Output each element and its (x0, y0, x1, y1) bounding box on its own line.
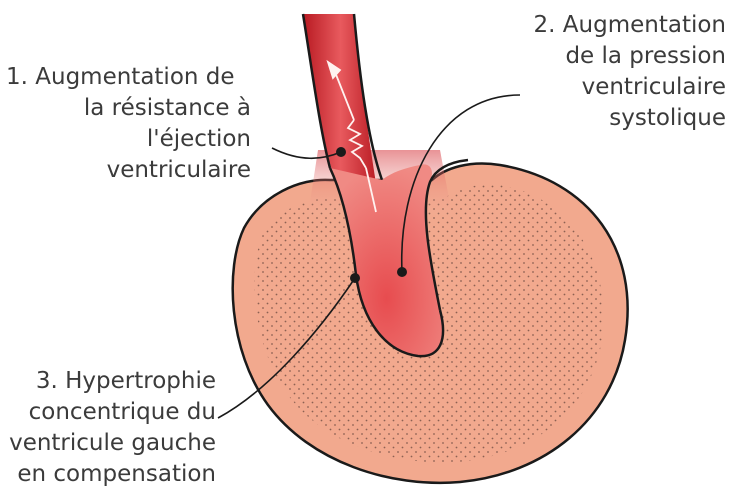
label-3-line-4: en compensation (6, 459, 216, 490)
marker-dot-2 (397, 267, 407, 277)
label-1-line-1: 1. Augmentation de (6, 62, 251, 93)
label-hypertrophy: 3. Hypertrophie concentrique du ventricu… (6, 366, 216, 490)
label-pressure: 2. Augmentation de la pression ventricul… (528, 10, 726, 134)
label-2-line-4: systolique (528, 103, 726, 134)
marker-dot-3 (350, 273, 360, 283)
label-2-line-2: de la pression (528, 41, 726, 72)
marker-dot-1 (336, 147, 346, 157)
label-3-line-1: 3. Hypertrophie (6, 366, 216, 397)
label-resistance: 1. Augmentation de la résistance à l'éje… (6, 62, 251, 186)
label-1-line-2: la résistance à (6, 93, 251, 124)
label-1-line-3: l'éjection (6, 124, 251, 155)
label-2-line-3: ventriculaire (528, 72, 726, 103)
label-3-line-2: concentrique du (6, 397, 216, 428)
label-1-line-4: ventriculaire (6, 155, 251, 186)
label-2-line-1: 2. Augmentation (528, 10, 726, 41)
label-3-line-3: ventricule gauche (6, 428, 216, 459)
